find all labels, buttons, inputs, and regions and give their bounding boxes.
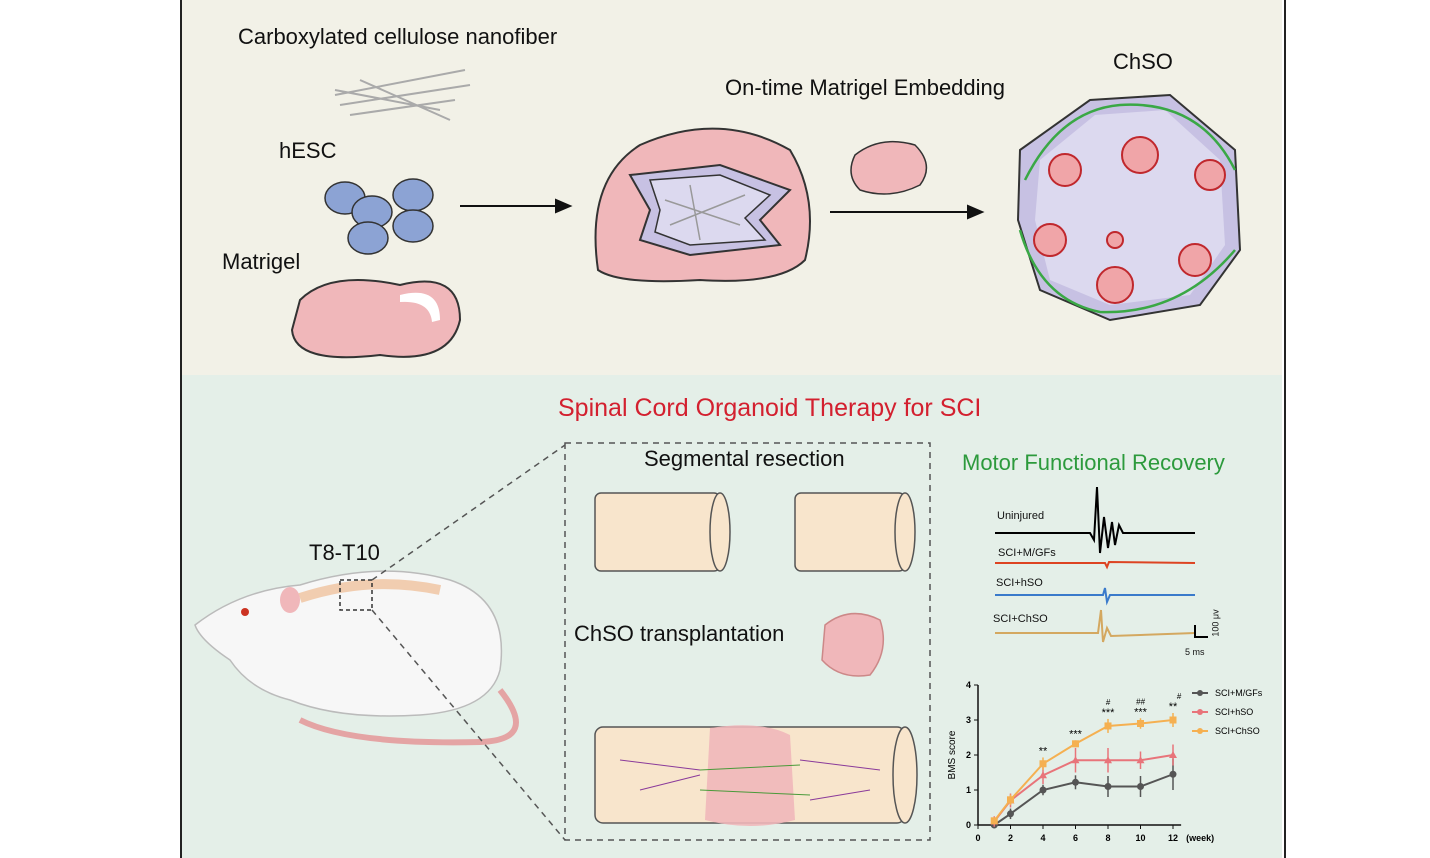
y-axis-label: BMS score (947, 730, 958, 779)
x-tick-label: 10 (1135, 833, 1145, 843)
x-tick-label: 12 (1168, 833, 1178, 843)
therapy-title: Spinal Cord Organoid Therapy for SCI (558, 394, 982, 422)
y-tick-label: 4 (966, 680, 971, 690)
neurons-icon (619, 759, 881, 801)
chso-label: ChSO (1113, 49, 1173, 74)
significance-stars: ** (1169, 701, 1178, 713)
data-point (1169, 716, 1177, 724)
x-tick-label: 0 (975, 833, 980, 843)
scale-bar (1194, 625, 1208, 638)
data-point (1137, 783, 1144, 790)
zoom-lines (371, 442, 931, 841)
emg-label-mgfs: SCI+M/GFs (998, 547, 1056, 559)
legend-marker (1197, 709, 1203, 715)
emg-label-uninjured: Uninjured (997, 510, 1045, 522)
data-point (990, 817, 998, 825)
figure-frame (180, 0, 1286, 858)
emg-label-hso: SCI+hSO (996, 577, 1043, 589)
emg-trace-uninjured (995, 486, 1195, 554)
emg-trace-mgfs (995, 560, 1196, 570)
hesc-cells-icon (324, 178, 434, 255)
data-point (1072, 778, 1079, 786)
significance-stars: ** (1039, 745, 1048, 757)
data-point (1071, 756, 1080, 764)
significance-hash: ## (1136, 697, 1145, 706)
scale-y-label: 100 μv (1210, 609, 1221, 637)
legend-marker (1197, 690, 1203, 696)
emg-traces (995, 486, 1208, 643)
x-tick-label: 8 (1105, 833, 1110, 843)
data-point (1072, 740, 1079, 748)
data-point (1137, 720, 1144, 727)
data-point (1007, 796, 1014, 804)
significance-hash: # (1177, 692, 1182, 701)
matrigel-label: Matrigel (222, 249, 301, 274)
significance-stars: *** (1069, 728, 1083, 740)
data-point (1039, 786, 1047, 794)
legend-label: SCI+hSO (1215, 707, 1253, 717)
legend-label: SCI+M/GFs (1215, 688, 1263, 698)
chso-organoid-icon (1016, 93, 1242, 322)
y-tick-label: 2 (966, 750, 971, 760)
data-point (1104, 756, 1112, 764)
data-point (1007, 810, 1014, 818)
data-point (1039, 760, 1047, 768)
nanofiber-icon (334, 69, 471, 121)
y-tick-label: 0 (966, 820, 971, 830)
chso-graft-icon (705, 725, 795, 826)
recovery-title: Motor Functional Recovery (962, 450, 1225, 475)
legend-label: SCI+ChSO (1215, 726, 1260, 736)
hesc-label: hESC (279, 138, 337, 163)
data-point (1136, 756, 1145, 764)
y-tick-label: 1 (966, 785, 971, 795)
data-point (1104, 783, 1112, 790)
y-tick-label: 3 (966, 715, 971, 725)
emg-trace-hso (995, 587, 1195, 606)
data-point (1039, 771, 1047, 779)
rat-icon (194, 570, 519, 746)
emg-trace-chso (995, 609, 1196, 643)
x-tick-label: 4 (1040, 833, 1045, 843)
chso-organoid-small-icon (821, 612, 885, 677)
matrigel-drop-icon (850, 140, 928, 195)
data-point (1169, 770, 1177, 778)
significance-stars: *** (1134, 706, 1148, 718)
x-tick-label: 2 (1008, 833, 1013, 843)
nanofiber-label: Carboxylated cellulose nanofiber (238, 24, 558, 49)
x-tick-label: 6 (1073, 833, 1078, 843)
data-point (1104, 722, 1112, 730)
significance-stars: *** (1102, 707, 1116, 719)
legend-marker (1197, 728, 1203, 734)
data-point (1169, 751, 1177, 758)
resection-label: Segmental resection (644, 446, 845, 471)
emg-label-chso: SCI+ChSO (993, 613, 1048, 625)
significance-hash: # (1106, 698, 1111, 707)
segment-label: T8-T10 (309, 540, 380, 565)
arrow-icon (460, 198, 985, 220)
series-line-0 (993, 773, 1174, 826)
scale-x-label: 5 ms (1185, 647, 1205, 657)
x-axis-label: (week) (1186, 833, 1214, 843)
transplant-label: ChSO transplantation (574, 621, 785, 646)
embedding-label: On-time Matrigel Embedding (725, 75, 1006, 100)
